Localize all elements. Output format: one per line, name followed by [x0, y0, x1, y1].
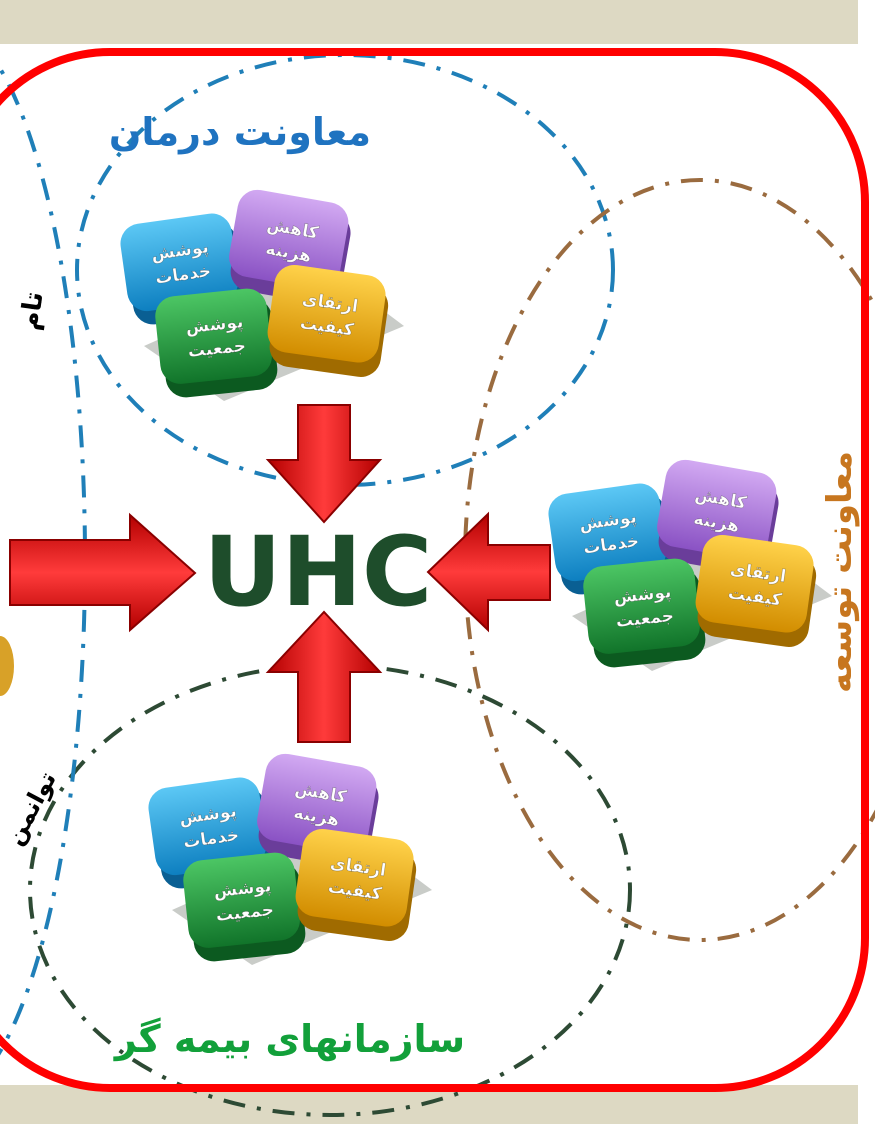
arrow-from-bottom: [265, 610, 383, 743]
development-circle: [463, 178, 875, 942]
tile-label: جمعیت: [615, 606, 675, 632]
partial-label-upper-left: تام: [15, 290, 50, 332]
tile-label: پوشش: [613, 582, 673, 608]
group-title-insurers: سازمانهای بیمه گر: [113, 1017, 465, 1061]
main-frame: [0, 48, 869, 1092]
insurers-circle: [28, 663, 632, 1117]
top-band: [0, 0, 858, 44]
uhc-label: UHC: [204, 516, 433, 628]
group-title-development: معاونت توسعه: [820, 451, 860, 693]
arrow-from-top: [265, 404, 383, 524]
arrow-from-left: [9, 512, 197, 633]
treatment-circle: [75, 53, 615, 487]
group-title-treatment: معاونت درمان: [109, 110, 371, 155]
left-orange-fragment: [0, 636, 14, 696]
arrow-from-right: [426, 511, 551, 633]
tile-label: خدمات: [154, 261, 212, 289]
